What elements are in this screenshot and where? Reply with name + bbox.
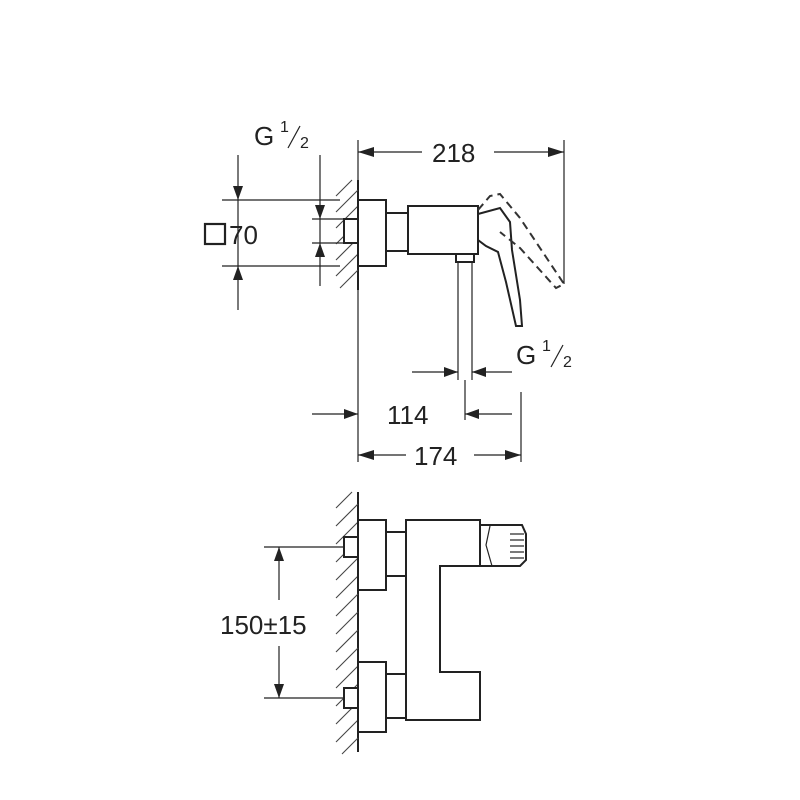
front-view: 150±15 xyxy=(220,491,527,755)
escutcheon-upper xyxy=(357,519,387,591)
thread-bottom-den: 2 xyxy=(563,354,572,371)
thread-left-den: 2 xyxy=(300,135,309,152)
mixer-body-top xyxy=(407,205,479,255)
handle-front xyxy=(479,524,527,567)
side-view: G 1 2 70 218 xyxy=(203,119,572,471)
dim-body-depth: 174 xyxy=(358,392,522,471)
mixer-body-front xyxy=(405,519,481,721)
dim-inlet-spacing: 150±15 xyxy=(220,546,344,699)
dim-outlet-depth: 114 xyxy=(312,290,512,462)
square-symbol xyxy=(203,222,227,246)
inlet-stub-lower xyxy=(343,687,359,709)
connector-lower xyxy=(385,673,407,719)
overall-depth-label: 218 xyxy=(432,138,475,168)
lever-alt-position xyxy=(477,192,566,290)
body-depth-label: 174 xyxy=(414,441,457,471)
spout-top xyxy=(455,253,475,263)
inlet-stub-top xyxy=(343,218,359,244)
dim-square-70: 70 xyxy=(203,155,340,310)
connector-top xyxy=(385,212,409,252)
lever-handle xyxy=(477,206,524,327)
inlet-stub-upper xyxy=(343,536,359,558)
handle-detail xyxy=(485,525,493,567)
thread-bottom-num: 1 xyxy=(542,338,551,355)
connector-upper xyxy=(385,531,407,577)
dim-overall-depth: 218 xyxy=(357,138,565,284)
dim-thread-bottom: G 1 2 xyxy=(412,262,572,380)
handle-grip-lines xyxy=(510,533,524,559)
thread-bottom-prefix: G xyxy=(516,340,536,370)
dim-thread-left: G 1 2 xyxy=(254,119,358,286)
wall-hatching-bottom xyxy=(335,491,359,755)
inlet-spacing-label: 150±15 xyxy=(220,610,307,640)
thread-left-num: 1 xyxy=(280,119,289,136)
outlet-depth-label: 114 xyxy=(387,400,428,430)
escutcheon-top xyxy=(357,199,387,267)
escutcheon-lower xyxy=(357,661,387,733)
thread-left-prefix: G xyxy=(254,121,274,151)
square-size-label: 70 xyxy=(229,220,258,250)
